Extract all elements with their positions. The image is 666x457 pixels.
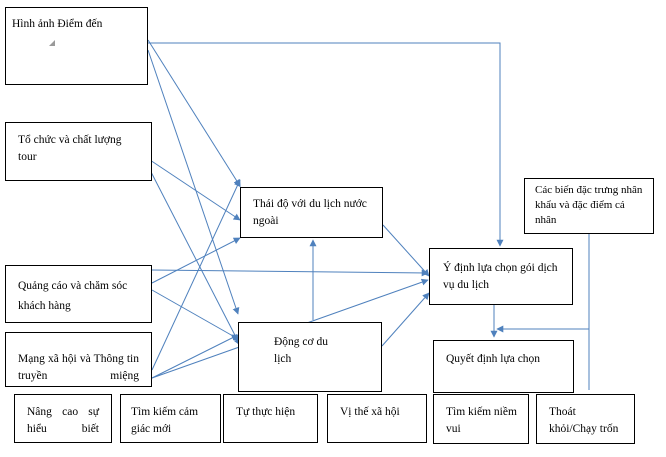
edge-bien-quyetdinh	[497, 234, 590, 390]
node-quyet-dinh-lua-chon: Quyết định lựa chọn	[433, 340, 574, 393]
edge-mxh-dongco	[151, 334, 239, 379]
node-label: Thái độ với du lịch nước ngoài	[253, 198, 367, 227]
node-label: Mạng xã hội và Thông tin truyền miệng	[18, 353, 139, 382]
node-cac-bien-dac-trung: Các biến đặc trưng nhân khẩu và đặc điểm…	[524, 178, 654, 234]
node-label: Quyết định lựa chọn	[446, 353, 541, 365]
node-label: Vị thế xã hội	[340, 406, 400, 418]
node-thai-do-du-lich-nuoc-ngoai: Thái độ với du lịch nước ngoài	[240, 187, 383, 238]
edge-hinhanh-ydinh	[148, 42, 504, 247]
edge-hinhanh-thaido	[147, 39, 241, 187]
edge-hinhanh-dongco	[147, 49, 240, 315]
node-quang-cao-cham-soc: Quảng cáo và chăm sóc khách hàng	[5, 265, 152, 323]
node-label: Tìm kiếm cảm giác mới	[131, 406, 199, 435]
node-mang-xa-hoi: Mạng xã hội và Thông tin truyền miệng	[5, 332, 152, 387]
node-y-dinh-lua-chon: Ý định lựa chọn gói dịch vụ du lịch	[429, 248, 573, 305]
node-nang-cao-su-hieu-biet: Nâng cao sự hiểu biết	[14, 394, 112, 443]
node-thoat-khoi-chay-tron: Thoát khỏi/Chạy trốn	[536, 394, 635, 444]
node-label: Thoát khỏi/Chạy trốn	[549, 406, 619, 435]
edge-mxh-thaido	[151, 179, 241, 371]
node-label: Nâng cao sự hiểu biết	[27, 406, 99, 435]
node-label: Tìm kiếm niềm vui	[446, 406, 517, 435]
node-label: Tổ chức và chất lượng tour	[18, 134, 122, 163]
node-label: Quảng cáo và chăm sóc khách hàng	[18, 280, 128, 312]
edge-dongco-ydinh	[381, 292, 430, 347]
edge-tochuc-dongco	[149, 169, 241, 346]
node-hinh-anh-diem-den: Hình ảnh Điểm đến	[5, 7, 148, 85]
node-label: Ý định lựa chọn gói dịch vụ du lịch	[443, 262, 558, 291]
node-tim-kiem-niem-vui: Tìm kiếm niềm vui	[433, 394, 529, 444]
edge-quangcao-ydinh	[151, 269, 429, 277]
edge-quangcao-dongco	[151, 289, 241, 341]
node-to-chuc-chat-luong-tour: Tổ chức và chất lượng tour	[5, 122, 152, 181]
resize-handle-icon	[49, 40, 55, 46]
node-label: Tự thực hiện	[236, 406, 296, 418]
node-tim-kiem-cam-giac-moi: Tìm kiếm cảm giác mới	[120, 394, 221, 443]
edge-thaido-ydinh	[382, 224, 430, 277]
node-tu-thuc-hien: Tự thực hiện	[223, 394, 318, 443]
edge-quangcao-thaido	[151, 237, 241, 284]
node-vi-the-xa-hoi: Vị thế xã hội	[327, 394, 427, 443]
edge-tochuc-thaido	[149, 159, 241, 221]
node-label: Hình ảnh Điểm đến	[12, 18, 103, 30]
node-label: Các biến đặc trưng nhân khẩu và đặc điểm…	[535, 184, 643, 226]
node-dong-co-du-lich: Động cơ du lịch	[238, 322, 382, 392]
node-label: Động cơ du lịch	[274, 336, 328, 365]
